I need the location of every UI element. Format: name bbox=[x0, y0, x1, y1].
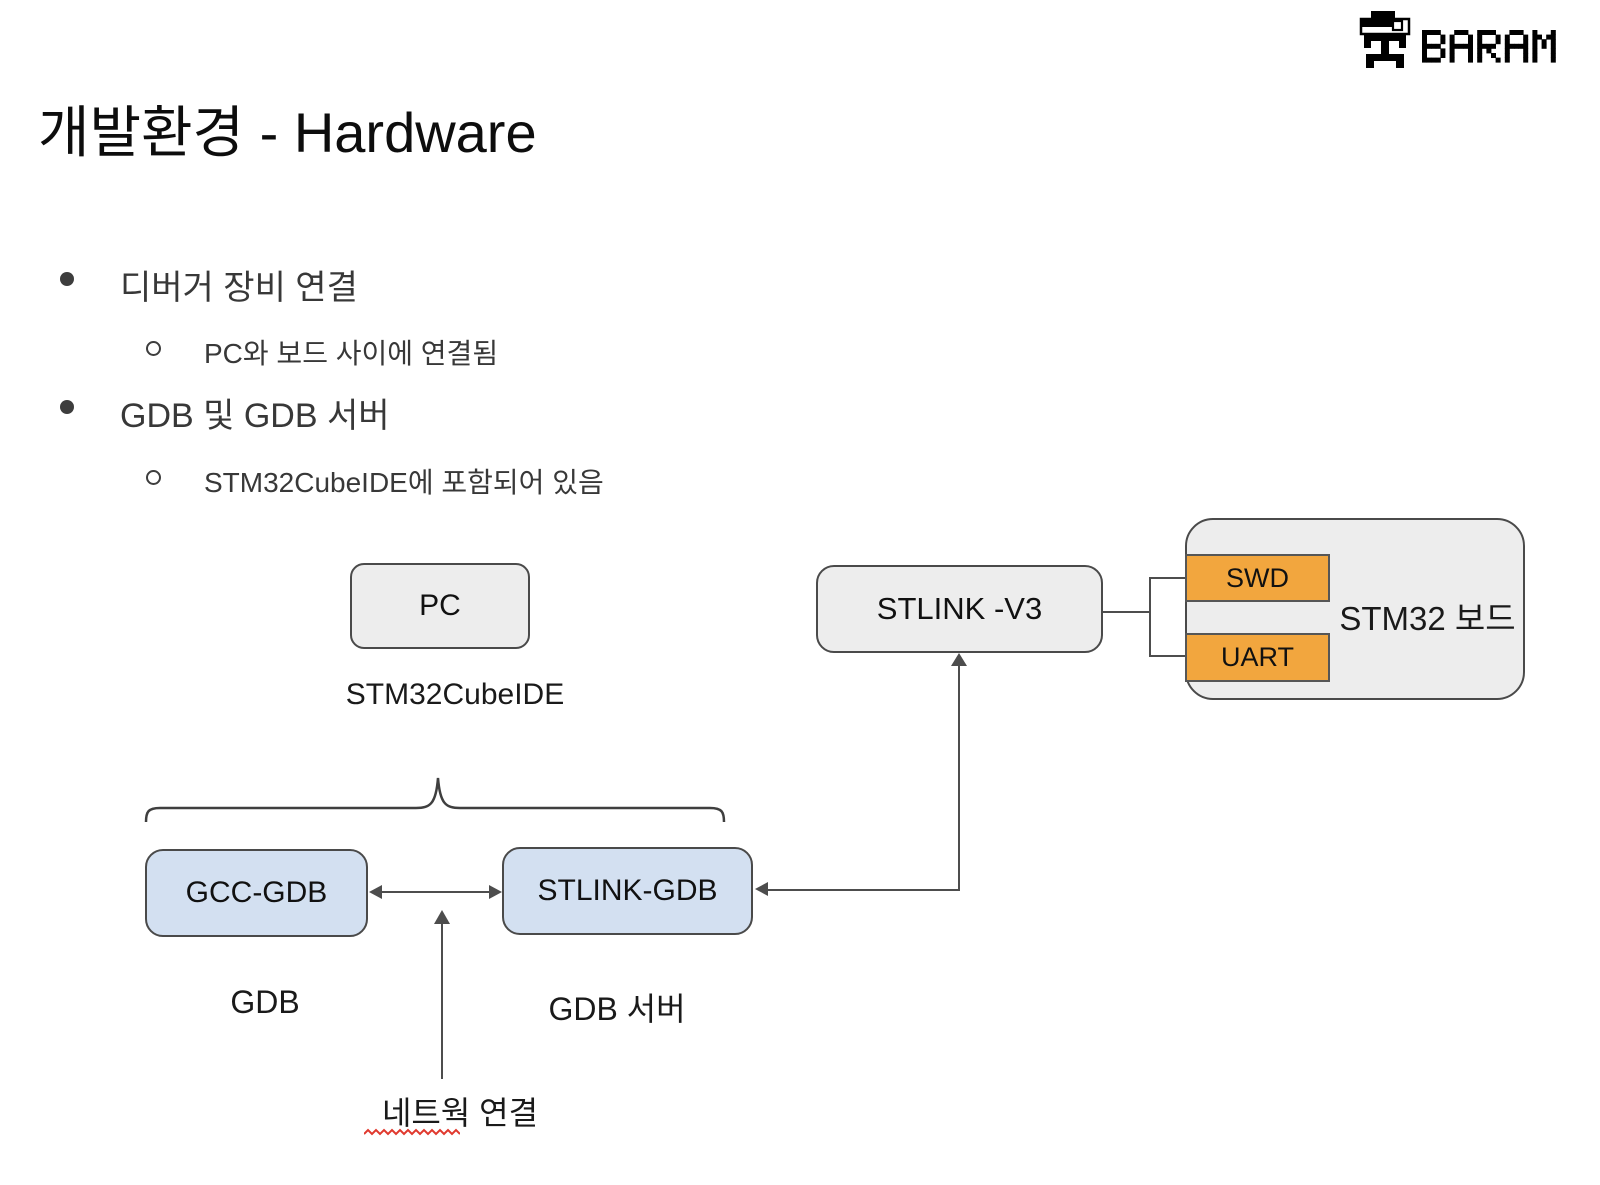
pc-node: PC bbox=[350, 563, 530, 649]
uart-port-label: UART bbox=[1220, 642, 1294, 672]
gcc-gdb-node: GCC-GDB bbox=[145, 849, 368, 937]
pixel-robot-icon bbox=[1359, 11, 1411, 68]
sub-bullet-item: STM32CubeIDE에 포함되어 있음 bbox=[204, 467, 604, 498]
baram-logotype bbox=[1422, 30, 1556, 63]
sub-bullet-ring bbox=[146, 470, 161, 485]
baram-logo bbox=[1358, 8, 1560, 70]
gdb-caption: GDB bbox=[230, 984, 300, 1020]
arrowhead-up-icon bbox=[951, 653, 967, 666]
gcc-gdb-node-label: GCC-GDB bbox=[185, 876, 328, 909]
sub-bullet-item: PC와 보드 사이에 연결됨 bbox=[204, 338, 499, 369]
bullet-dot bbox=[60, 272, 74, 286]
swd-port: SWD bbox=[1185, 554, 1330, 602]
stlink-gdb-node: STLINK-GDB bbox=[502, 847, 753, 935]
stlink-v3-node: STLINK -V3 bbox=[816, 565, 1103, 653]
gdb-server-caption: GDB 서버 bbox=[548, 991, 686, 1027]
pc-caption: STM32CubeIDE bbox=[345, 678, 565, 711]
connector-bracket bbox=[1149, 577, 1187, 657]
group-brace bbox=[144, 777, 726, 823]
arrowhead-left-icon bbox=[369, 885, 382, 899]
stlinkgdb-stlinkv3-vline bbox=[958, 666, 960, 891]
page-title: 개발환경 - Hardware bbox=[38, 101, 537, 164]
stlinkgdb-stlinkv3-hline bbox=[768, 889, 960, 891]
swd-port-label: SWD bbox=[1226, 562, 1289, 593]
sub-bullet-ring bbox=[146, 341, 161, 356]
bullet-item: 디버거 장비 연결 bbox=[120, 269, 358, 307]
spellcheck-squiggle bbox=[364, 1128, 460, 1136]
stm32-board-label: STM32 보드 bbox=[1339, 600, 1516, 637]
bullet-dot bbox=[60, 400, 74, 414]
bullet-item: GDB 및 GDB 서버 bbox=[120, 397, 390, 435]
network-arrow-line bbox=[441, 924, 443, 1079]
gdb-link-line bbox=[380, 891, 490, 893]
stlink-gdb-node-label: STLINK-GDB bbox=[537, 874, 718, 907]
uart-port: UART bbox=[1185, 633, 1330, 682]
pc-node-label: PC bbox=[419, 589, 461, 622]
arrowhead-right-icon bbox=[489, 885, 502, 899]
arrowhead-up-icon bbox=[434, 910, 450, 924]
stlink-v3-node-label: STLINK -V3 bbox=[876, 591, 1043, 626]
arrowhead-left-icon bbox=[755, 882, 768, 896]
stlinkv3-board-link bbox=[1103, 611, 1150, 613]
network-label: 네트웍 연결 bbox=[381, 1095, 539, 1131]
